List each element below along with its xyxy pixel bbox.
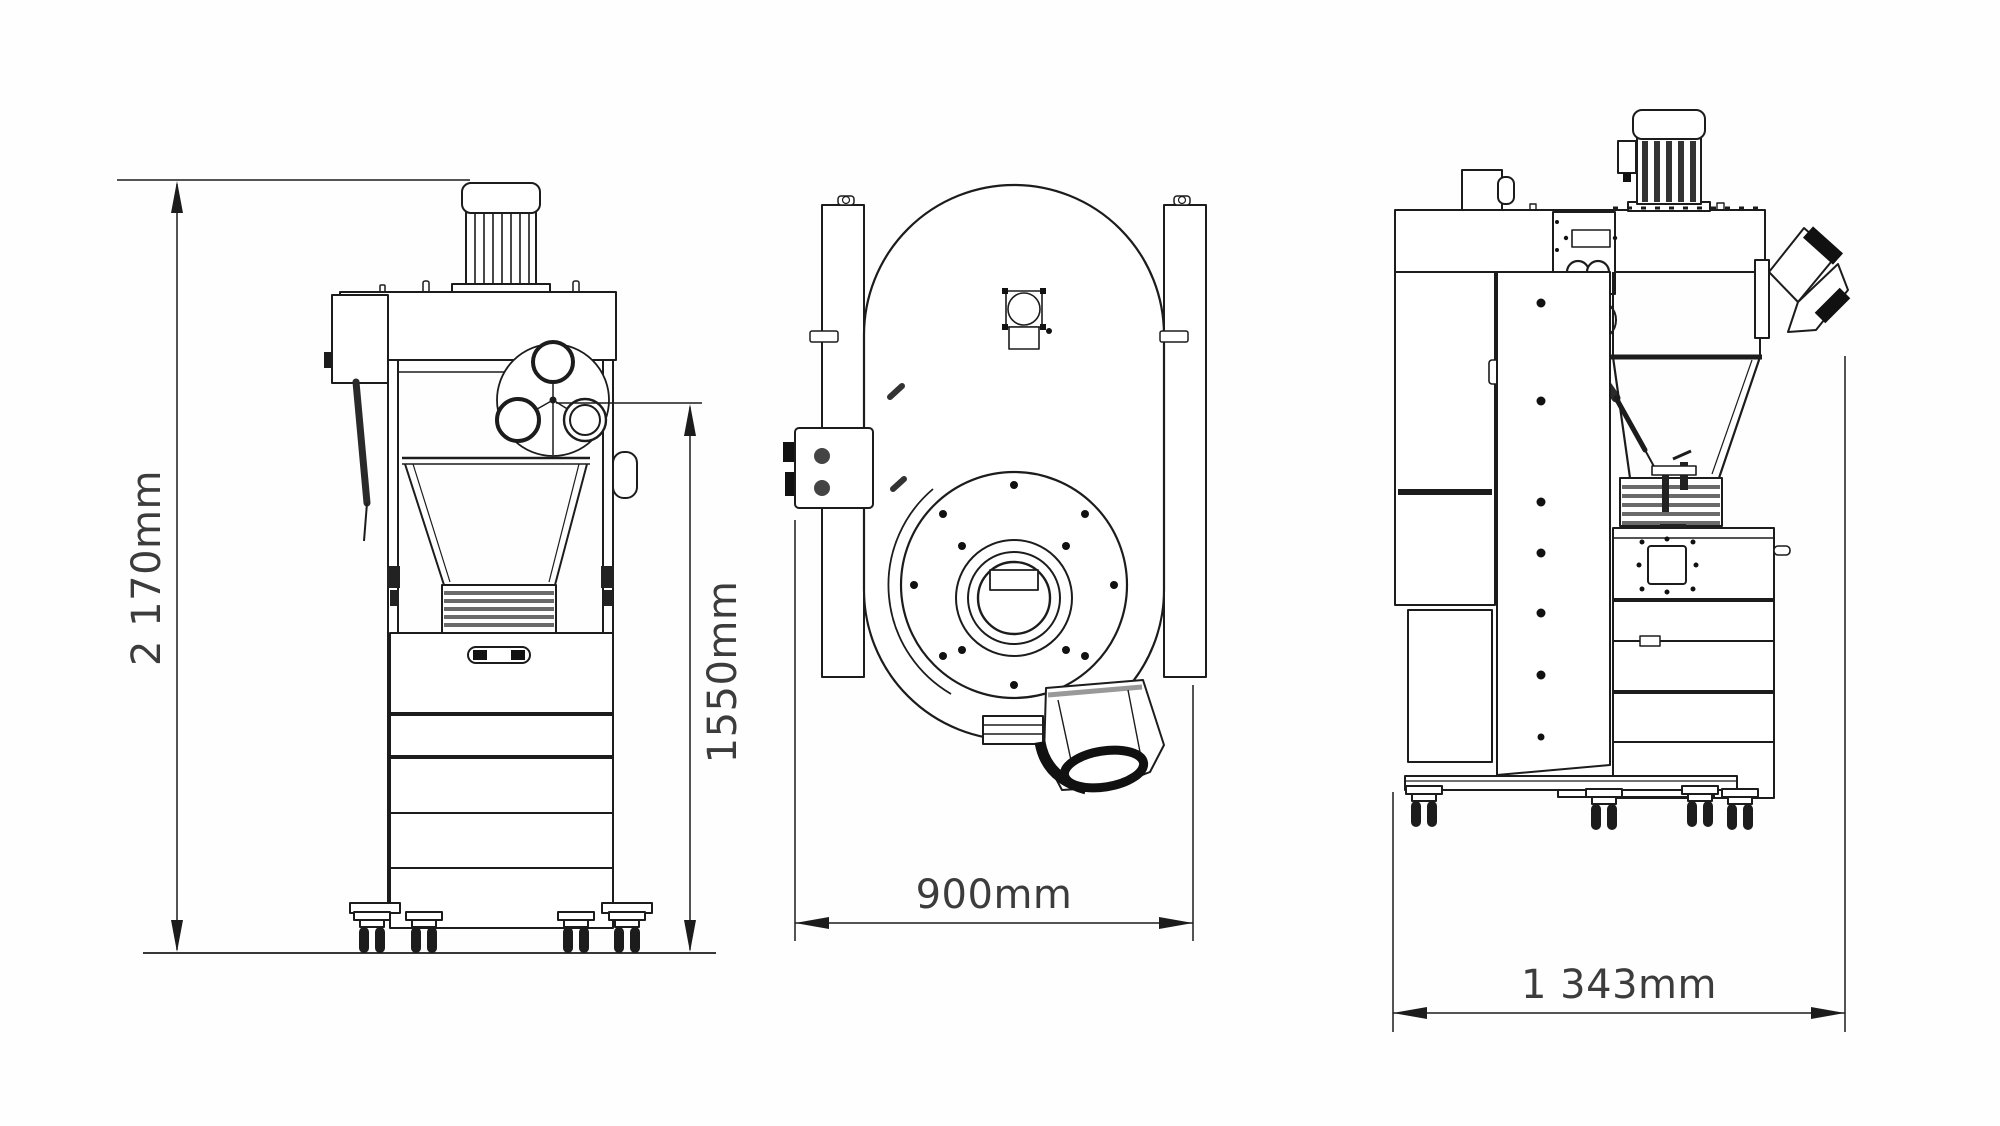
dimensions — [117, 179, 1846, 1032]
overall-depth-label: 1 343mm — [1521, 962, 1717, 1008]
fan-housing — [887, 470, 1129, 700]
caster — [353, 911, 391, 954]
front-view — [324, 182, 653, 954]
side-strap — [352, 378, 371, 507]
caster — [608, 911, 646, 954]
cyclone-body — [1611, 272, 1762, 536]
base-frame — [1404, 775, 1759, 831]
collection-cart — [1612, 527, 1791, 799]
dimension-overall-depth — [1392, 356, 1846, 1032]
inlet-port-top — [531, 340, 575, 384]
bolt-icon — [814, 480, 830, 496]
caster — [1585, 788, 1623, 831]
electrical-box — [783, 427, 874, 509]
dimension-inlet-height — [556, 402, 702, 952]
dimension-body-width — [794, 520, 1194, 941]
back-panel — [1496, 271, 1611, 776]
discharge-chute — [982, 679, 1165, 795]
caster — [1681, 785, 1719, 828]
casters-front-view — [349, 902, 653, 954]
motor-side — [1613, 109, 1764, 212]
side-bracket — [612, 451, 638, 499]
bolt-icon — [814, 448, 830, 464]
filter-cabinet — [1394, 271, 1504, 763]
caster — [557, 911, 595, 954]
dimension-overall-height — [117, 179, 470, 952]
inlet-elbow — [1754, 226, 1851, 339]
motor — [451, 182, 551, 293]
caster — [1721, 788, 1759, 831]
caster — [1405, 785, 1443, 828]
side-view — [783, 183, 1207, 795]
inlet-manifold — [495, 340, 610, 457]
rear-view — [1394, 109, 1851, 831]
elbow-outlet-ring — [1059, 745, 1149, 793]
overall-height-label: 2 170mm — [124, 470, 170, 666]
inlet-port-left — [495, 397, 541, 443]
inspection-port — [1002, 288, 1052, 350]
side-panel-right — [1163, 195, 1207, 678]
access-port — [1647, 545, 1687, 585]
cart-handle — [1773, 545, 1791, 556]
dust-bin-cabinet — [387, 632, 614, 929]
body-width-label: 900mm — [916, 872, 1073, 918]
hopper-funnel — [402, 456, 590, 634]
caster — [405, 911, 443, 954]
inlet-height-label: 1550mm — [700, 581, 746, 764]
